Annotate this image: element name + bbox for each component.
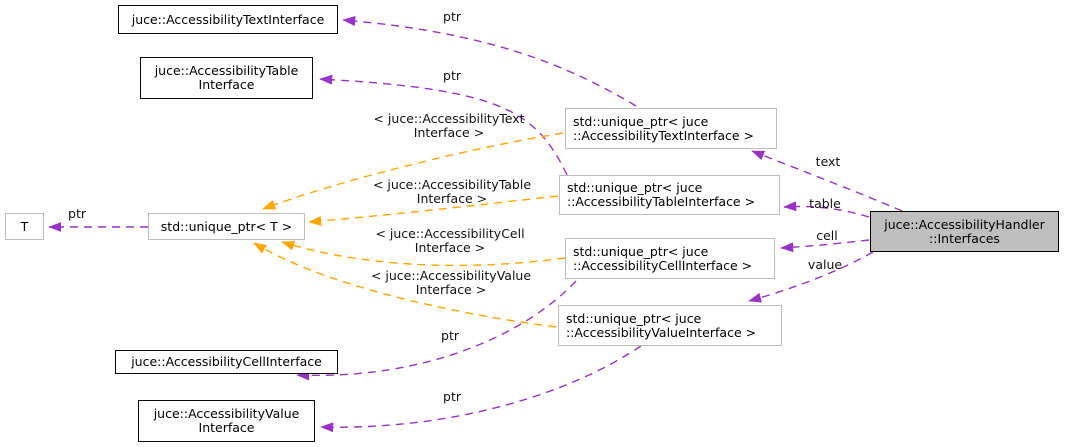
node-unique-ptr-cell-interface[interactable]: std::unique_ptr< juce ::AccessibilityCel… <box>565 238 775 279</box>
node-label: ::AccessibilityTableInterface > <box>567 194 756 209</box>
edge-template-table <box>308 195 559 226</box>
node-label: juce::AccessibilityCellInterface <box>131 354 322 369</box>
node-label: std::unique_ptr< juce <box>573 113 709 129</box>
edge-label-line: < juce::AccessibilityValue <box>370 268 532 283</box>
node-label: juce::AccessibilityHandler <box>884 216 1045 232</box>
edge-member-text <box>751 150 903 212</box>
node-label: ::Interfaces <box>929 230 1000 246</box>
edge-label-ptr-value: ptr <box>443 389 461 404</box>
edge-ptr-text <box>342 16 637 107</box>
edge-label-member-text: text <box>815 154 841 169</box>
node-label: juce::AccessibilityValue <box>153 406 300 421</box>
edge-label-line: Interface > <box>414 240 486 255</box>
edge-label-template-value: < juce::AccessibilityValue Interface > <box>371 269 531 297</box>
edge-label-line: < juce::AccessibilityTable <box>372 177 532 192</box>
node-t[interactable]: T <box>5 213 44 240</box>
edge-template-text <box>262 132 564 210</box>
edge-member-table <box>783 201 870 218</box>
node-label: juce::AccessibilityTable <box>154 63 299 78</box>
node-label: juce::AccessibilityTextInterface <box>131 11 325 27</box>
edge-ptr-value <box>320 345 642 433</box>
edge-label-member-value: value <box>807 257 843 272</box>
node-accessibility-text-interface[interactable]: juce::AccessibilityTextInterface <box>118 5 338 34</box>
edge-ptr-cell <box>296 280 577 381</box>
node-accessibility-cell-interface[interactable]: juce::AccessibilityCellInterface <box>115 350 338 374</box>
edge-label-ptr-t: ptr <box>68 206 86 221</box>
edge-label-member-cell: cell <box>816 228 838 243</box>
node-unique-ptr-t[interactable]: std::unique_ptr< T > <box>148 213 305 240</box>
edge-label-line: < juce::AccessibilityText <box>373 111 525 126</box>
edge-label-member-table: table <box>809 196 841 211</box>
node-label: Interface <box>198 77 255 92</box>
node-label: std::unique_ptr< juce <box>566 310 702 326</box>
edge-member-value <box>748 251 874 303</box>
node-unique-ptr-value-interface[interactable]: std::unique_ptr< juce ::AccessibilityVal… <box>558 305 782 346</box>
edge-label-ptr-text: ptr <box>443 9 461 24</box>
node-label: ::AccessibilityCellInterface > <box>573 257 753 273</box>
edge-ptr-table <box>319 74 568 176</box>
node-label: std::unique_ptr< T > <box>160 218 293 234</box>
edge-label-line: < juce::AccessibilityCell <box>375 226 525 241</box>
edge-label-template-table: < juce::AccessibilityTable Interface > <box>373 178 531 206</box>
edge-label-line: Interface > <box>415 282 487 297</box>
node-unique-ptr-text-interface[interactable]: std::unique_ptr< juce ::AccessibilityTex… <box>565 108 777 149</box>
node-accessibility-value-interface[interactable]: juce::AccessibilityValue Interface <box>138 400 315 442</box>
edge-label-ptr-table: ptr <box>443 68 461 83</box>
node-label: ::AccessibilityTextInterface > <box>573 127 755 143</box>
node-label: std::unique_ptr< juce <box>573 243 709 259</box>
node-label: ::AccessibilityValueInterface > <box>566 324 757 340</box>
node-label: T <box>20 218 29 234</box>
node-label: Interface <box>198 420 255 435</box>
edge-label-line: Interface > <box>416 191 488 206</box>
edge-label-line: Interface > <box>413 125 485 140</box>
edge-template-cell <box>281 240 566 267</box>
edge-label-template-text: < juce::AccessibilityText Interface > <box>373 112 524 140</box>
node-label: std::unique_ptr< juce <box>567 180 703 195</box>
node-accessibility-table-interface[interactable]: juce::AccessibilityTable Interface <box>140 57 313 99</box>
edge-label-template-cell: < juce::AccessibilityCell Interface > <box>375 227 524 255</box>
node-unique-ptr-table-interface[interactable]: std::unique_ptr< juce ::AccessibilityTab… <box>559 175 780 215</box>
edge-template-value <box>253 242 557 328</box>
edge-label-ptr-cell: ptr <box>441 328 459 343</box>
node-accessibility-handler-interfaces[interactable]: juce::AccessibilityHandler ::Interfaces <box>870 211 1059 252</box>
